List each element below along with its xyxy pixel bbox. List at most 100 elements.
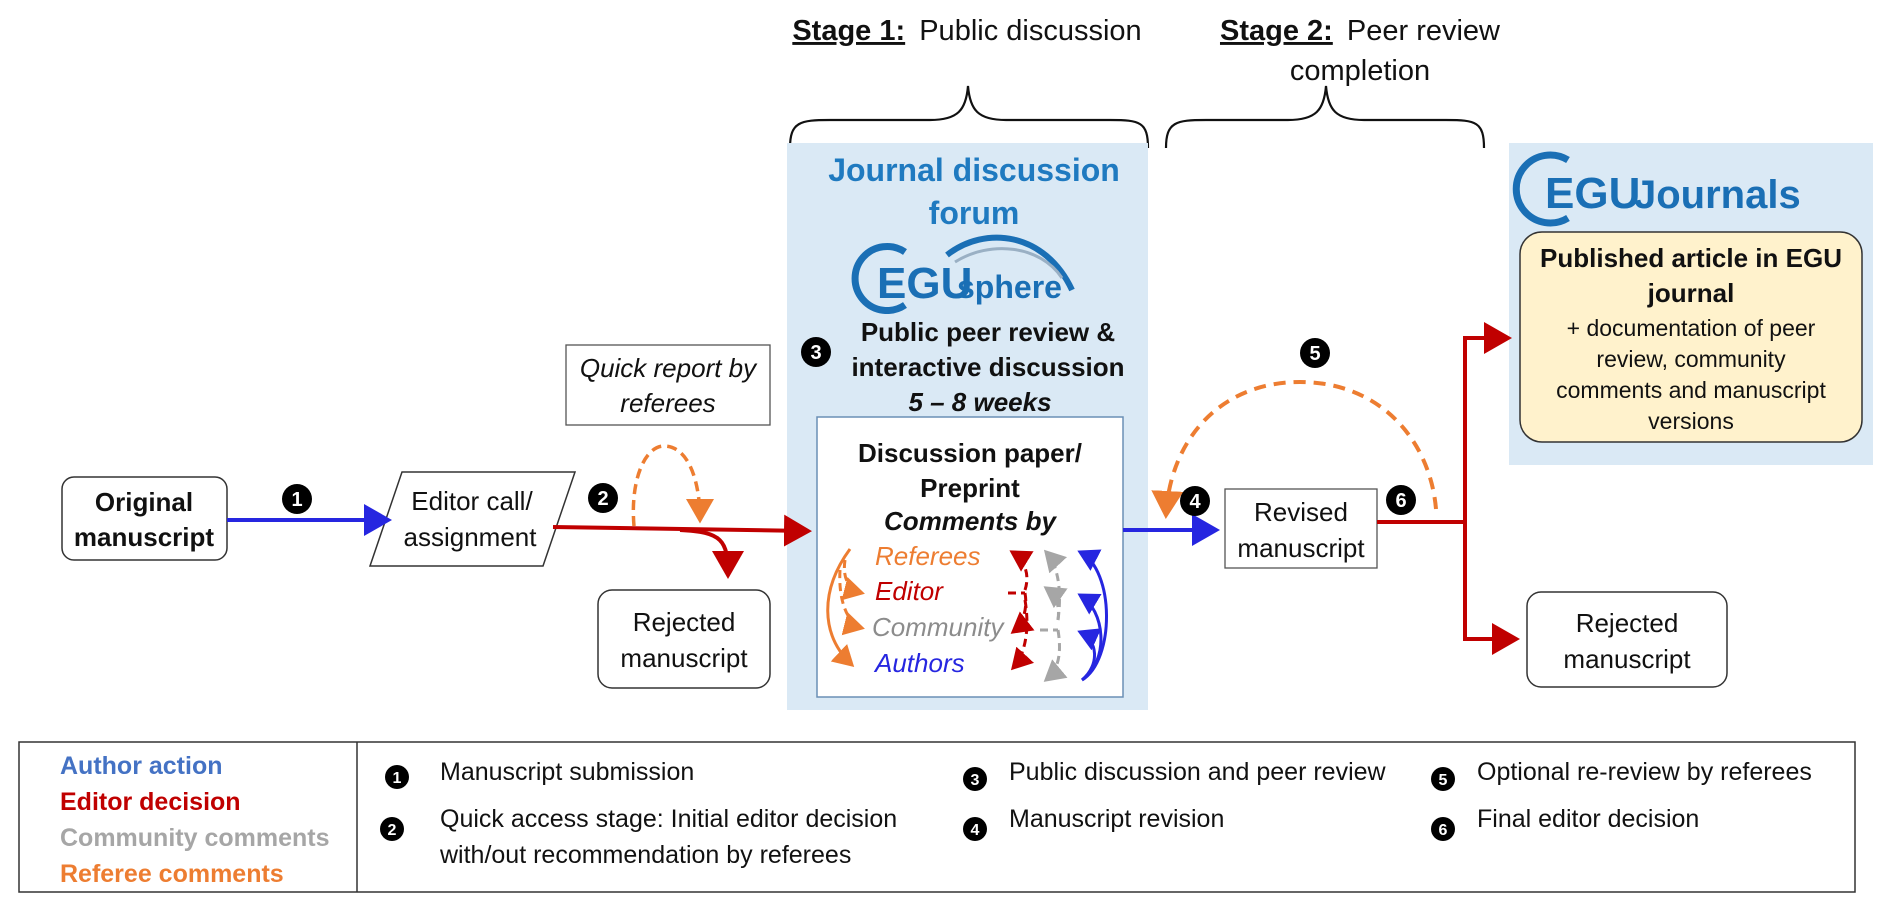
commenter-referees: Referees xyxy=(875,541,981,571)
svg-text:4: 4 xyxy=(1189,491,1201,513)
stage-1-text: Public discussion xyxy=(919,15,1141,47)
author-comment-arrows xyxy=(1077,549,1108,682)
editor-comment-arrows xyxy=(1008,550,1035,671)
svg-text:5: 5 xyxy=(1309,343,1320,365)
legend-step-3: 3 Public discussion and peer review xyxy=(963,758,1387,791)
legend-editor-decision: Editor decision xyxy=(60,788,241,816)
forum-title-line2: forum xyxy=(929,195,1020,231)
svg-text:1: 1 xyxy=(291,489,302,511)
egusphere-logo-suffix: sphere xyxy=(957,269,1062,305)
legend-step-4: 4 Manuscript revision xyxy=(963,805,1224,841)
original-line1: Original xyxy=(95,487,193,517)
egusphere-logo: EGU sphere xyxy=(851,234,1075,314)
rejected-2-line2: manuscript xyxy=(1563,644,1691,674)
quick-report-loop-arrow xyxy=(631,444,714,527)
svg-text:3: 3 xyxy=(810,342,821,364)
editor-call-line1: Editor call/ xyxy=(411,486,533,516)
stage-2-text-line2: completion xyxy=(1290,55,1430,87)
community-comment-arrows xyxy=(1040,549,1068,682)
egu-ring-icon xyxy=(851,243,907,314)
accept-arrow xyxy=(1463,322,1512,522)
stage-2-text-line1: Peer review xyxy=(1347,15,1501,47)
egu-journals-logo-main: EGU xyxy=(1545,169,1640,218)
step-marker-1: 1 xyxy=(282,484,312,514)
rejected-2-line1: Rejected xyxy=(1576,608,1679,638)
review-title-line1: Public peer review & xyxy=(861,317,1115,347)
svg-text:6: 6 xyxy=(1439,822,1448,839)
stage-2-header: Stage 2: Peer review completion xyxy=(1220,15,1501,87)
rejected-1-line1: Rejected xyxy=(633,607,736,637)
quick-report-node xyxy=(565,344,771,426)
step-marker-5: 5 xyxy=(1300,338,1330,368)
discussion-paper-line2: Preprint xyxy=(920,473,1020,503)
review-title-line2: interactive discussion xyxy=(851,352,1124,382)
egusphere-logo-main: EGU xyxy=(877,259,972,308)
original-line2: manuscript xyxy=(74,522,214,552)
step-marker-4: 4 xyxy=(1180,486,1210,516)
rejected-1-line2: manuscript xyxy=(620,643,748,673)
stage-2-brace xyxy=(1164,85,1486,149)
stage-1-header: Stage 1: Public discussion xyxy=(792,15,1141,47)
commenter-community: Community xyxy=(872,612,1005,642)
revised-line2: manuscript xyxy=(1237,533,1365,563)
egu-ring-icon xyxy=(1512,151,1570,227)
legend-author-action: Author action xyxy=(60,752,223,780)
egu-journals-logo: EGU Journals xyxy=(1512,151,1801,227)
step-marker-2: 2 xyxy=(588,483,618,513)
rejected-manuscript-node-1 xyxy=(597,589,771,689)
svg-text:Final editor decision: Final editor decision xyxy=(1477,805,1699,833)
step-marker-3: 3 xyxy=(801,337,831,367)
svg-text:Optional re-review by referees: Optional re-review by referees xyxy=(1477,758,1812,786)
published-article-box xyxy=(1519,231,1863,443)
svg-text:Stage 1: Public discussi: Stage 1: Public discussion xyxy=(792,15,1141,47)
referee-comment-arrows xyxy=(826,548,865,668)
reject-final-arrow xyxy=(1463,522,1520,655)
discussion-paper-box xyxy=(816,416,1124,698)
rejected-manuscript-node-2 xyxy=(1526,591,1728,688)
commenter-authors: Authors xyxy=(873,648,965,678)
legend-step-6: 6 Final editor decision xyxy=(1431,805,1699,841)
svg-text:1: 1 xyxy=(393,770,402,787)
quick-report-line1: Quick report by xyxy=(580,353,758,383)
legend: Author action Editor decision Community … xyxy=(18,741,1856,893)
review-duration: 5 – 8 weeks xyxy=(908,387,1051,417)
article-desc-line2: review, community xyxy=(1596,346,1786,372)
legend-step-5: 5 Optional re-review by referees xyxy=(1431,758,1812,791)
legend-step-1: 1 Manuscript submission xyxy=(385,758,694,789)
commenter-editor: Editor xyxy=(875,576,944,606)
article-desc-line1: + documentation of peer xyxy=(1567,315,1816,341)
svg-text:with/out recommendation by ref: with/out recommendation by referees xyxy=(439,841,851,869)
svg-text:3: 3 xyxy=(971,772,980,789)
legend-referee-comments: Referee comments xyxy=(60,860,284,888)
svg-text:2: 2 xyxy=(388,822,397,839)
reject-early-arrow xyxy=(679,528,744,579)
article-desc-line3: comments and manuscript xyxy=(1556,377,1826,403)
svg-text:Stage 2: Peer review: Stage 2: Peer review xyxy=(1220,15,1501,47)
egu-journals-logo-suffix: Journals xyxy=(1634,173,1801,217)
svg-text:4: 4 xyxy=(971,822,980,839)
svg-text:Manuscript submission: Manuscript submission xyxy=(440,758,694,786)
svg-text:5: 5 xyxy=(1439,772,1448,789)
forum-title-line1: Journal discussion xyxy=(828,152,1120,188)
re-review-loop-arrow xyxy=(1151,379,1438,519)
comments-by-label: Comments by xyxy=(884,506,1057,536)
svg-text:2: 2 xyxy=(597,488,608,510)
stage-1-brace xyxy=(788,85,1150,149)
article-desc-line4: versions xyxy=(1648,408,1734,434)
editor-call-line2: assignment xyxy=(404,522,538,552)
discussion-paper-line1: Discussion paper/ xyxy=(858,438,1082,468)
svg-text:6: 6 xyxy=(1395,490,1406,512)
article-title-line1: Published article in EGU xyxy=(1540,243,1842,273)
quick-report-line2: referees xyxy=(620,388,715,418)
stage-2-label: Stage 2: xyxy=(1220,15,1333,47)
revised-line1: Revised xyxy=(1254,497,1348,527)
legend-community-comments: Community comments xyxy=(60,824,329,852)
stage-1-label: Stage 1: xyxy=(792,15,905,47)
svg-text:Manuscript revision: Manuscript revision xyxy=(1009,805,1224,833)
svg-text:Public discussion and peer rev: Public discussion and peer review xyxy=(1009,758,1387,786)
article-title-line2: journal xyxy=(1647,278,1735,308)
step-marker-6: 6 xyxy=(1386,485,1416,515)
revised-manuscript-node xyxy=(1224,488,1378,569)
